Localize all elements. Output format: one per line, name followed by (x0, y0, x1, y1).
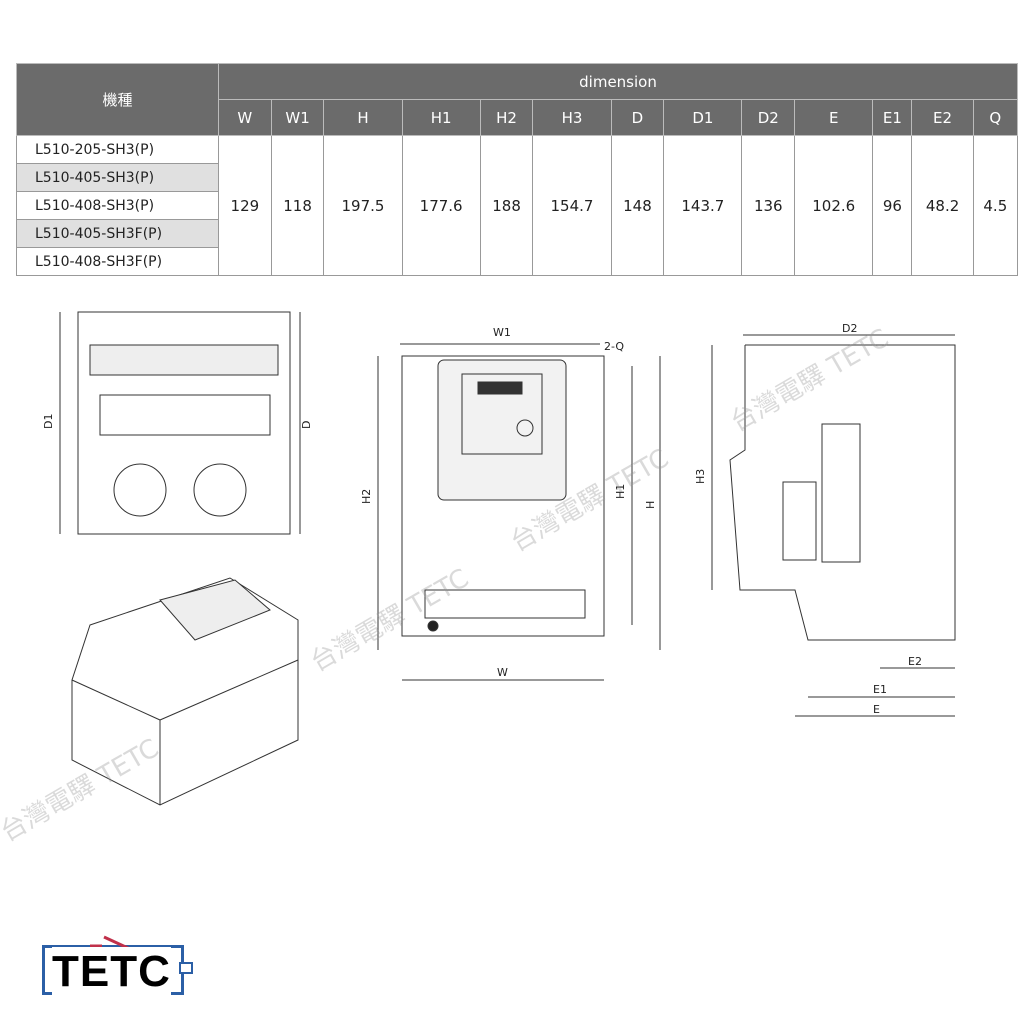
front-view-drawing (377, 343, 661, 681)
label-2Q: 2-Q (604, 340, 624, 353)
value-cell: 148 (610, 135, 665, 276)
column-header: E2 (911, 99, 974, 136)
label-H: H (644, 501, 657, 509)
side-view-drawing (711, 334, 956, 717)
value-cell: 177.6 (401, 135, 481, 276)
column-header: H3 (532, 99, 612, 136)
value-cell: 4.5 (972, 135, 1019, 276)
column-header: H (323, 99, 403, 136)
column-header: H2 (479, 99, 534, 136)
label-W: W (497, 666, 508, 679)
label-D: D (300, 421, 313, 429)
table-row: L510-405-SH3(P) (16, 163, 1018, 192)
value-cell: 48.2 (911, 135, 974, 276)
label-H2: H2 (360, 489, 373, 504)
logo-text: TETC (52, 947, 171, 997)
value-cell: 197.5 (323, 135, 403, 276)
top-view-drawing (59, 311, 301, 535)
value-cell: 154.7 (532, 135, 612, 276)
label-D2: D2 (842, 322, 857, 335)
label-W1: W1 (493, 326, 511, 339)
value-cell: 129 (218, 135, 272, 276)
label-E1: E1 (873, 683, 887, 696)
label-E: E (873, 703, 880, 716)
value-cell: 96 (872, 135, 913, 276)
model-header: 機種 (16, 63, 219, 136)
value-cell: 143.7 (663, 135, 743, 276)
tetc-logo: TETC (42, 935, 193, 997)
label-D1: D1 (42, 414, 55, 429)
model-cell: L510-405-SH3(P) (16, 163, 219, 192)
column-header: Q (972, 99, 1019, 136)
column-header: H1 (401, 99, 481, 136)
iso-view-drawing (71, 577, 299, 806)
model-cell: L510-408-SH3F(P) (16, 247, 219, 276)
column-header: D1 (663, 99, 743, 136)
label-E2: E2 (908, 655, 922, 668)
column-header: E (794, 99, 874, 136)
column-header: E1 (872, 99, 913, 136)
label-H1: H1 (614, 484, 627, 499)
label-H3: H3 (694, 469, 707, 484)
column-header: D2 (741, 99, 796, 136)
model-cell: L510-205-SH3(P) (16, 135, 219, 164)
table-row: L510-408-SH3F(P) (16, 247, 1018, 276)
value-cell: 188 (479, 135, 534, 276)
